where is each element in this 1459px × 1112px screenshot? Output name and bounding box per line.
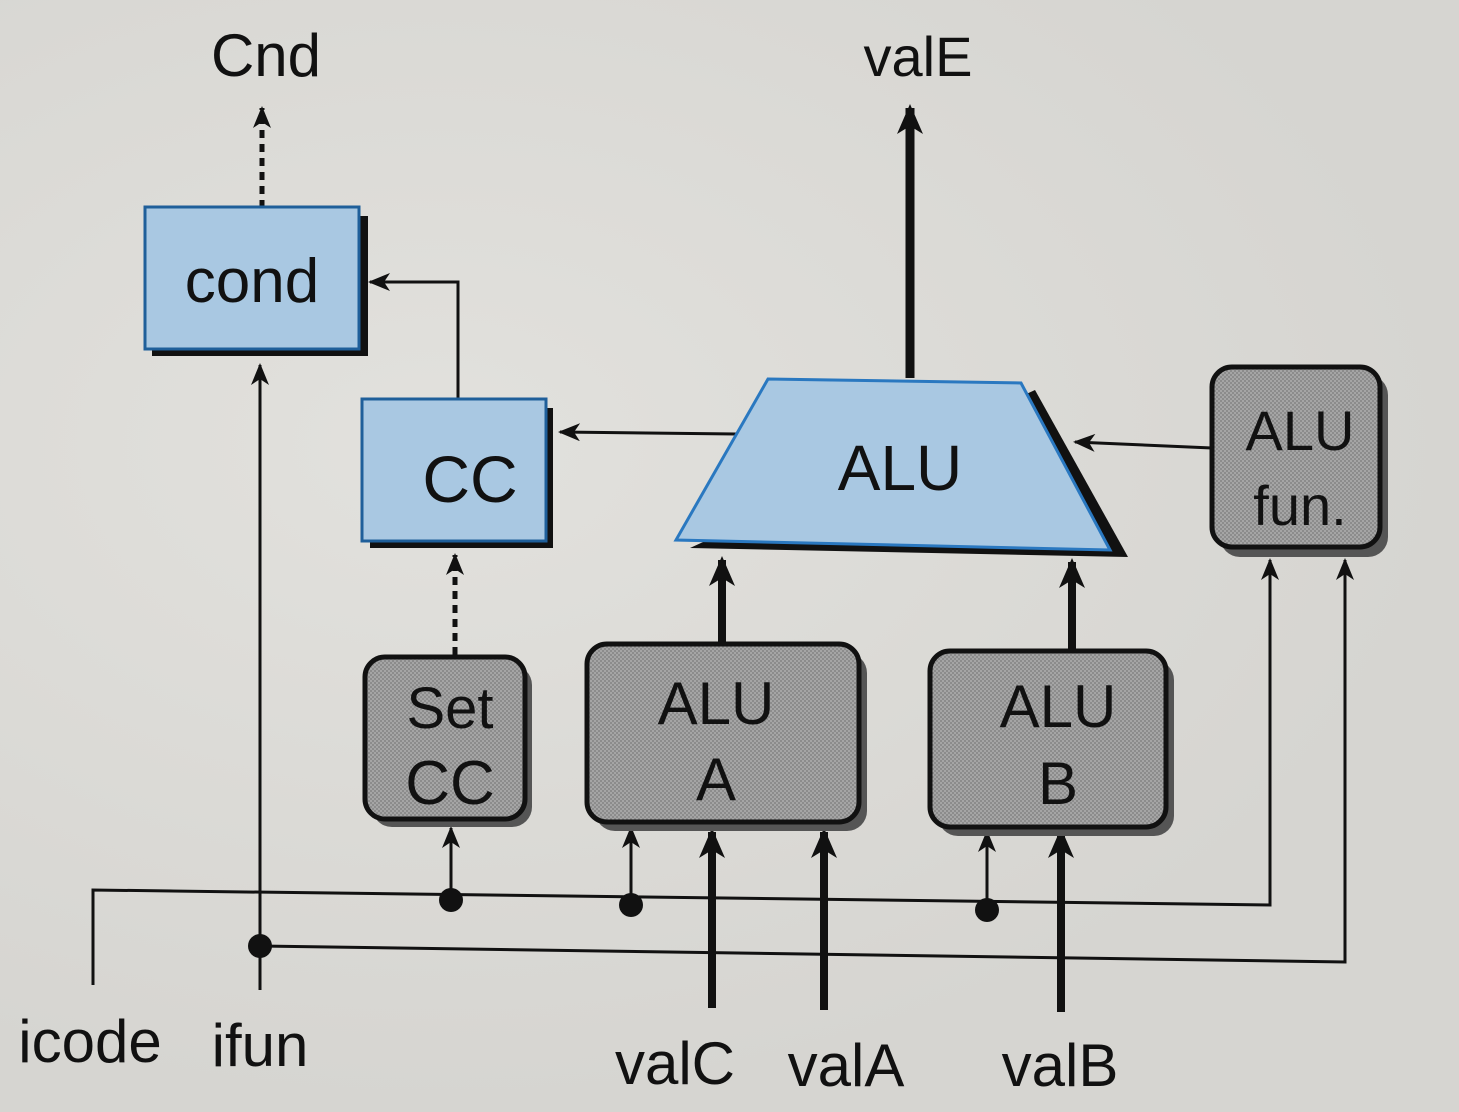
alu-b-label-line2: B [1038,750,1078,817]
alu-label: ALU [838,432,963,504]
cc-unit: CC [360,397,553,548]
alu-a-block: ALU A [584,641,867,831]
alu-b-label-line1: ALU [1000,673,1117,740]
ifun-bus-wire [259,558,1354,964]
ifun-input-label: ifun [212,1012,309,1079]
alu-a-label-line1: ALU [658,670,775,737]
cc-label: CC [422,442,517,516]
set-cc-label-line2: CC [405,749,495,818]
junction-dot [248,934,272,958]
icode-wire [91,558,1279,985]
set-cc-block: Set CC [362,654,532,827]
vale-output-label: valE [864,25,973,88]
valb-input-label: valB [1002,1032,1119,1099]
vala-input-label: valA [788,1032,905,1099]
alu-b-block: ALU B [927,648,1174,836]
alu-unit: ALU [673,377,1128,557]
set-cc-label-line1: Set [406,676,493,741]
icode-input-label: icode [18,1008,161,1075]
alu-a-label-line2: A [696,746,736,813]
cond-unit: cond [143,205,368,356]
alu-fun-block: ALU fun. [1209,364,1388,557]
alu-fun-label-line2: fun. [1253,474,1346,537]
cond-label: cond [185,247,319,316]
alu-to-cc-wire [558,423,737,442]
alufun-to-alu-wire [1073,433,1213,452]
cc-to-cond-wire [368,273,460,400]
alu-fun-label-line1: ALU [1246,399,1355,462]
valc-input-label: valC [615,1030,735,1097]
cnd-output-label: Cnd [211,22,321,89]
